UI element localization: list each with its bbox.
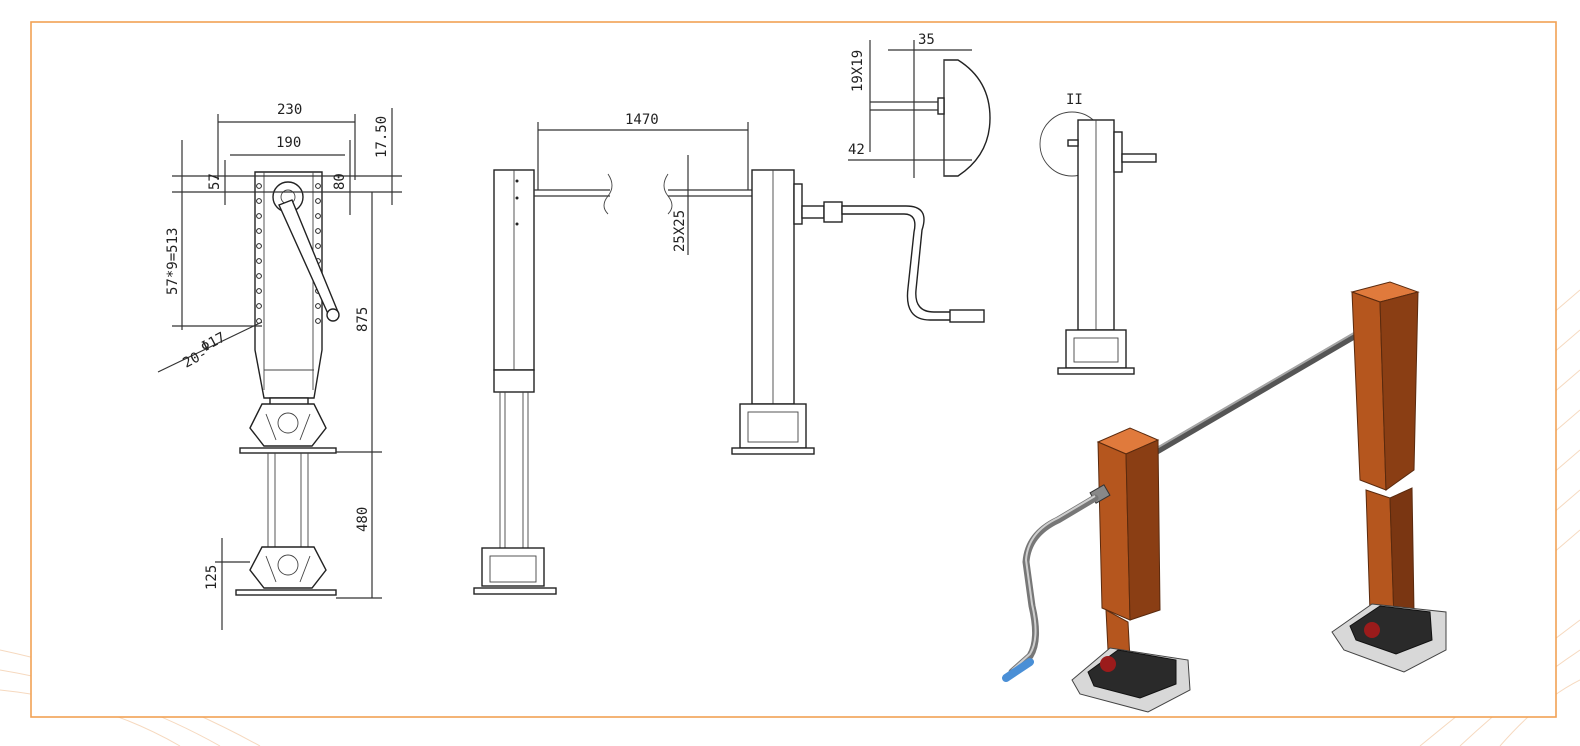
dim-hole-edge: 80 — [332, 173, 348, 190]
side-view: 1470 25X25 — [473, 112, 985, 595]
dim-top-offset: 17.50 — [374, 116, 390, 158]
dim-extension: 480 — [355, 507, 371, 532]
dim-detail-top: 35 — [918, 32, 935, 48]
dim-detail-left: 19X19 — [850, 50, 866, 92]
dim-height-closed: 875 — [355, 307, 371, 332]
front-leg-upper — [254, 171, 323, 399]
front-foot-extended — [249, 546, 327, 589]
front-view: 230 190 17.50 57 80 57*9=513 Φ17 20- 875… — [157, 102, 402, 630]
dim-shaft-section: 25X25 — [672, 210, 688, 252]
dim-detail-bottom: 42 — [848, 142, 865, 158]
dim-plate-width: 190 — [276, 135, 301, 151]
dim-hole-pitch: 57 — [207, 173, 223, 190]
dim-overall-width: 230 — [277, 102, 302, 118]
detail-view: 35 19X19 42 — [848, 32, 991, 178]
iso-view — [1002, 281, 1447, 713]
detail-label: II — [1066, 92, 1083, 108]
dim-spacing: 1470 — [625, 112, 659, 128]
front-dimension-lines — [157, 108, 402, 630]
dim-foot-height: 125 — [204, 565, 220, 590]
front-foot-closed — [249, 403, 327, 447]
dim-hole-series: 57*9=513 — [165, 228, 181, 295]
end-view: II — [1039, 92, 1157, 375]
